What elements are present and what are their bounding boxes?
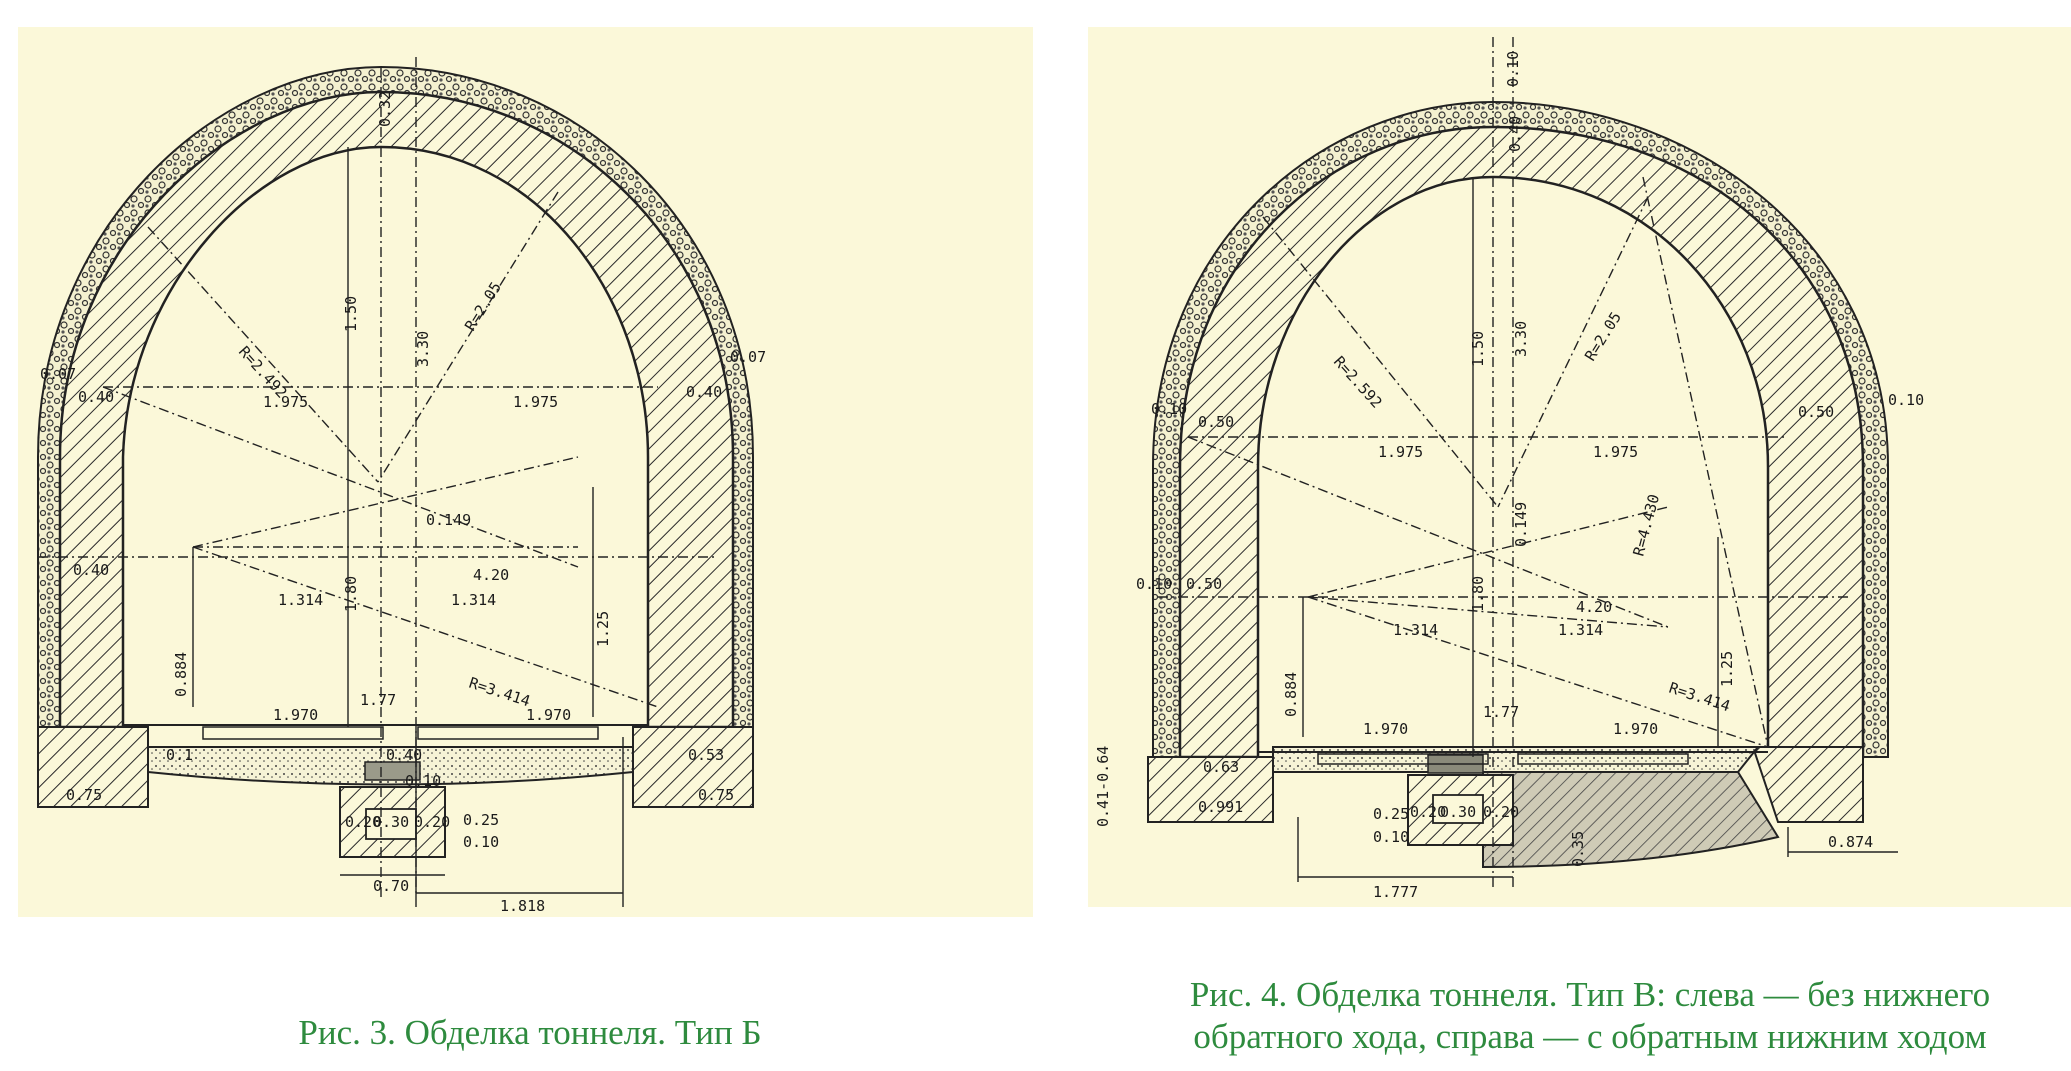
dim-drain-mid: 0.30 (1440, 803, 1476, 821)
dim-slab-mark: 0.1 (166, 746, 193, 764)
dim-center-offset: 1.80 (342, 576, 360, 612)
dim-right-backfill: 0.10 (1888, 391, 1924, 409)
dim-left-thickness: 0.50 (1198, 413, 1234, 431)
dim-drain-base: 0.10 (1373, 828, 1409, 846)
dim-chord-right: 1.314 (451, 591, 496, 609)
dim-center-drop: 0.149 (426, 511, 471, 529)
dim-left-backfill-lower: 0.10 (1136, 575, 1172, 593)
dim-spring-height: 0.884 (1282, 672, 1300, 717)
figure-3-caption-text: Рис. 3. Обделка тоннеля. Тип Б (298, 1013, 762, 1052)
dim-track-center: 1.77 (1483, 703, 1519, 721)
dim-radius-bottom: R=3.414 (467, 674, 533, 711)
drain-cover (364, 761, 421, 781)
dim-footing-left: 0.991 (1198, 798, 1243, 816)
figure-4-caption-line-2: обратного хода, справа — с обратным нижн… (1193, 1017, 1987, 1056)
dim-spring-height: 0.884 (172, 652, 190, 697)
dim-drain-right: 0.20 (1483, 803, 1519, 821)
dim-crown-top: 0.10 (1504, 51, 1522, 87)
dim-track-center: 1.77 (360, 691, 396, 709)
figure-4-panel: 0.10 0.40 0.10 0.50 0.50 0.10 0.10 0.50 … (1088, 27, 2071, 907)
right-footing (1751, 746, 1864, 823)
dim-rail-left: 1.970 (1363, 720, 1408, 738)
dim-left-backfill-upper: 0.07 (40, 365, 76, 383)
dim-chord-left: 1.314 (278, 591, 323, 609)
dim-left-thickness-lower: 0.40 (73, 561, 109, 579)
dim-radius-left: R=2.592 (1330, 353, 1386, 412)
dim-footing-right-top: 0.53 (688, 746, 724, 764)
right-footing (632, 726, 754, 808)
dim-radius-right: R=2.05 (461, 279, 505, 334)
dim-drain-offset: 1.818 (500, 897, 545, 915)
dim-span: 4.20 (473, 566, 509, 584)
dim-drain-left: 0.20 (1410, 803, 1446, 821)
drain-opening (1432, 794, 1484, 824)
dim-right-thickness-upper: 0.40 (686, 383, 722, 401)
dim-center-drop: 0.149 (1512, 502, 1530, 547)
dim-right-backfill-upper: 0.07 (730, 348, 766, 366)
dim-footing-right: 0.874 (1828, 833, 1873, 851)
dim-left-backfill: 0.10 (1151, 400, 1187, 418)
dim-crown-height: 3.30 (414, 331, 432, 367)
dim-span: 4.20 (1576, 598, 1612, 616)
dim-rail-right: 1.970 (1613, 720, 1658, 738)
dim-right-thickness: 0.50 (1798, 403, 1834, 421)
dim-footing-left-top: 0.63 (1203, 758, 1239, 776)
figure-3-panel: 0.32 0.40 0.07 0.40 0.07 0.40 1.50 3.30 … (18, 27, 1033, 917)
drain-opening (365, 808, 417, 840)
arch-lining (58, 90, 735, 729)
invert-arch (1482, 771, 1780, 869)
dim-drain-left: 0.20 (345, 813, 381, 831)
dim-invert-thickness: 0.35 (1569, 831, 1587, 867)
dim-crown-offset: 1.50 (342, 296, 360, 332)
dim-crown-offset: 1.50 (1469, 331, 1487, 367)
figure-3-drawing: 0.32 0.40 0.07 0.40 0.07 0.40 1.50 3.30 … (37, 57, 766, 915)
dim-crown-height: 3.30 (1512, 321, 1530, 357)
dim-crown-thickness: 0.32 (376, 91, 394, 127)
dim-left-thickness-upper: 0.40 (78, 388, 114, 406)
dim-half-span-right: 1.975 (1593, 443, 1638, 461)
dim-half-span-left: 1.975 (263, 393, 308, 411)
dim-radius-right: R=2.05 (1581, 309, 1625, 364)
floor-slab (1272, 746, 1761, 773)
dim-crown-thickness: 0.40 (1506, 116, 1524, 152)
dim-half-span-left: 1.975 (1378, 443, 1423, 461)
dim-drain-mid: 0.30 (373, 813, 409, 831)
dim-footing-left: 0.75 (66, 786, 102, 804)
dim-rail-right: 1.970 (526, 706, 571, 724)
dim-drain-width: 0.70 (373, 877, 409, 895)
dim-drain-depth: 0.25 (1373, 805, 1409, 823)
dim-side-height: 1.25 (1718, 651, 1736, 687)
figure-3-caption: Рис. 3. Обделка тоннеля. Тип Б (0, 1012, 1060, 1054)
dim-chord-left: 1.314 (1393, 621, 1438, 639)
dim-drain-top: 0.40 (386, 746, 422, 764)
dim-half-span-right: 1.975 (513, 393, 558, 411)
figure-4-caption-line-1: Рис. 4. Обделка тоннеля. Тип В: слева — … (1189, 975, 1991, 1014)
dim-center-offset: 1.80 (1469, 576, 1487, 612)
dim-footing-right: 0.75 (698, 786, 734, 804)
dim-drain-base: 0.10 (463, 833, 499, 851)
dim-invert-offset: 1.777 (1373, 883, 1418, 901)
arch-lining (1178, 125, 1865, 759)
dim-drain-cover: 0.10 (405, 772, 441, 790)
dim-radius-invert: R=4.430 (1629, 492, 1663, 558)
dim-footing-left-height: 0.41-0.64 (1094, 746, 1112, 827)
figure-4-drawing: 0.10 0.40 0.10 0.50 0.50 0.10 0.10 0.50 … (1094, 37, 1924, 901)
construction-lines (1158, 37, 1848, 887)
left-footing (37, 726, 149, 808)
dim-left-thickness-lower: 0.50 (1186, 575, 1222, 593)
dim-chord-right: 1.314 (1558, 621, 1603, 639)
dim-drain-right: 0.20 (414, 813, 450, 831)
left-footing (1147, 756, 1274, 823)
dim-side-height: 1.25 (594, 611, 612, 647)
figure-4-caption: Рис. 4. Обделка тоннеля. Тип В: слева — … (1110, 974, 2070, 1058)
dim-rail-left: 1.970 (273, 706, 318, 724)
dim-drain-depth: 0.25 (463, 811, 499, 829)
